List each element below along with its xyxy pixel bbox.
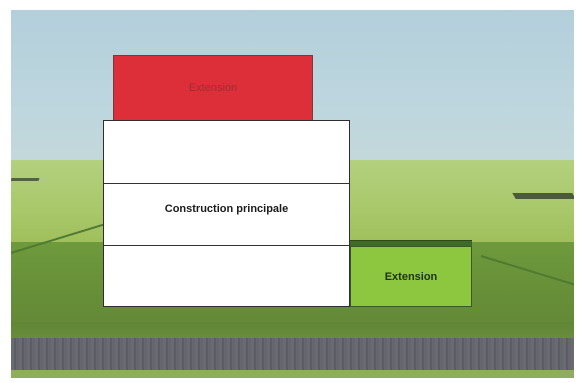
diagram-scene: Extension Construction principale Extens… [11,10,574,378]
road [11,338,574,372]
distant-shadow-right [512,193,574,199]
extension-side-label: Extension [384,270,438,283]
floor-divider [104,183,349,184]
extension-side-roof [350,240,472,248]
road-edge-grass [11,370,574,378]
extension-side-block: Extension [350,246,472,307]
grass-verge [11,322,574,342]
distant-shadow-left [11,178,40,181]
floor-divider [104,245,349,246]
main-building-label: Construction principale [164,203,289,215]
extension-top-block: Extension [113,55,313,121]
main-building: Construction principale [103,120,350,307]
extension-top-label: Extension [188,82,238,94]
